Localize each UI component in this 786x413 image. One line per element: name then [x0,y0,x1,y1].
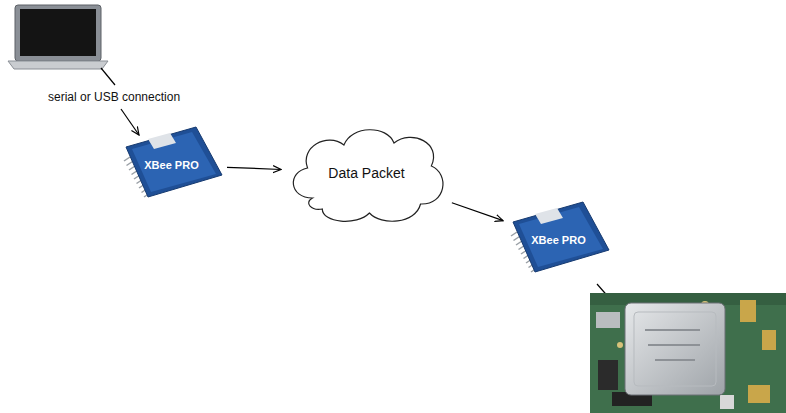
connection-arrow [121,109,139,135]
module-node: XBee PRO [505,200,612,280]
cloud-label: Data Packet [328,165,404,181]
cloud-node: Data Packet [283,118,450,228]
connection-label: serial or USB connection [46,90,182,104]
module-logo: XBee PRO [144,159,198,171]
module-node: XBee PRO [118,125,225,205]
laptop-icon [8,5,108,69]
flow-arrow [227,167,281,169]
fpga-board [590,293,786,413]
connection-line [101,68,115,85]
module-logo: XBee PRO [531,234,585,246]
flow-arrow [452,203,503,221]
